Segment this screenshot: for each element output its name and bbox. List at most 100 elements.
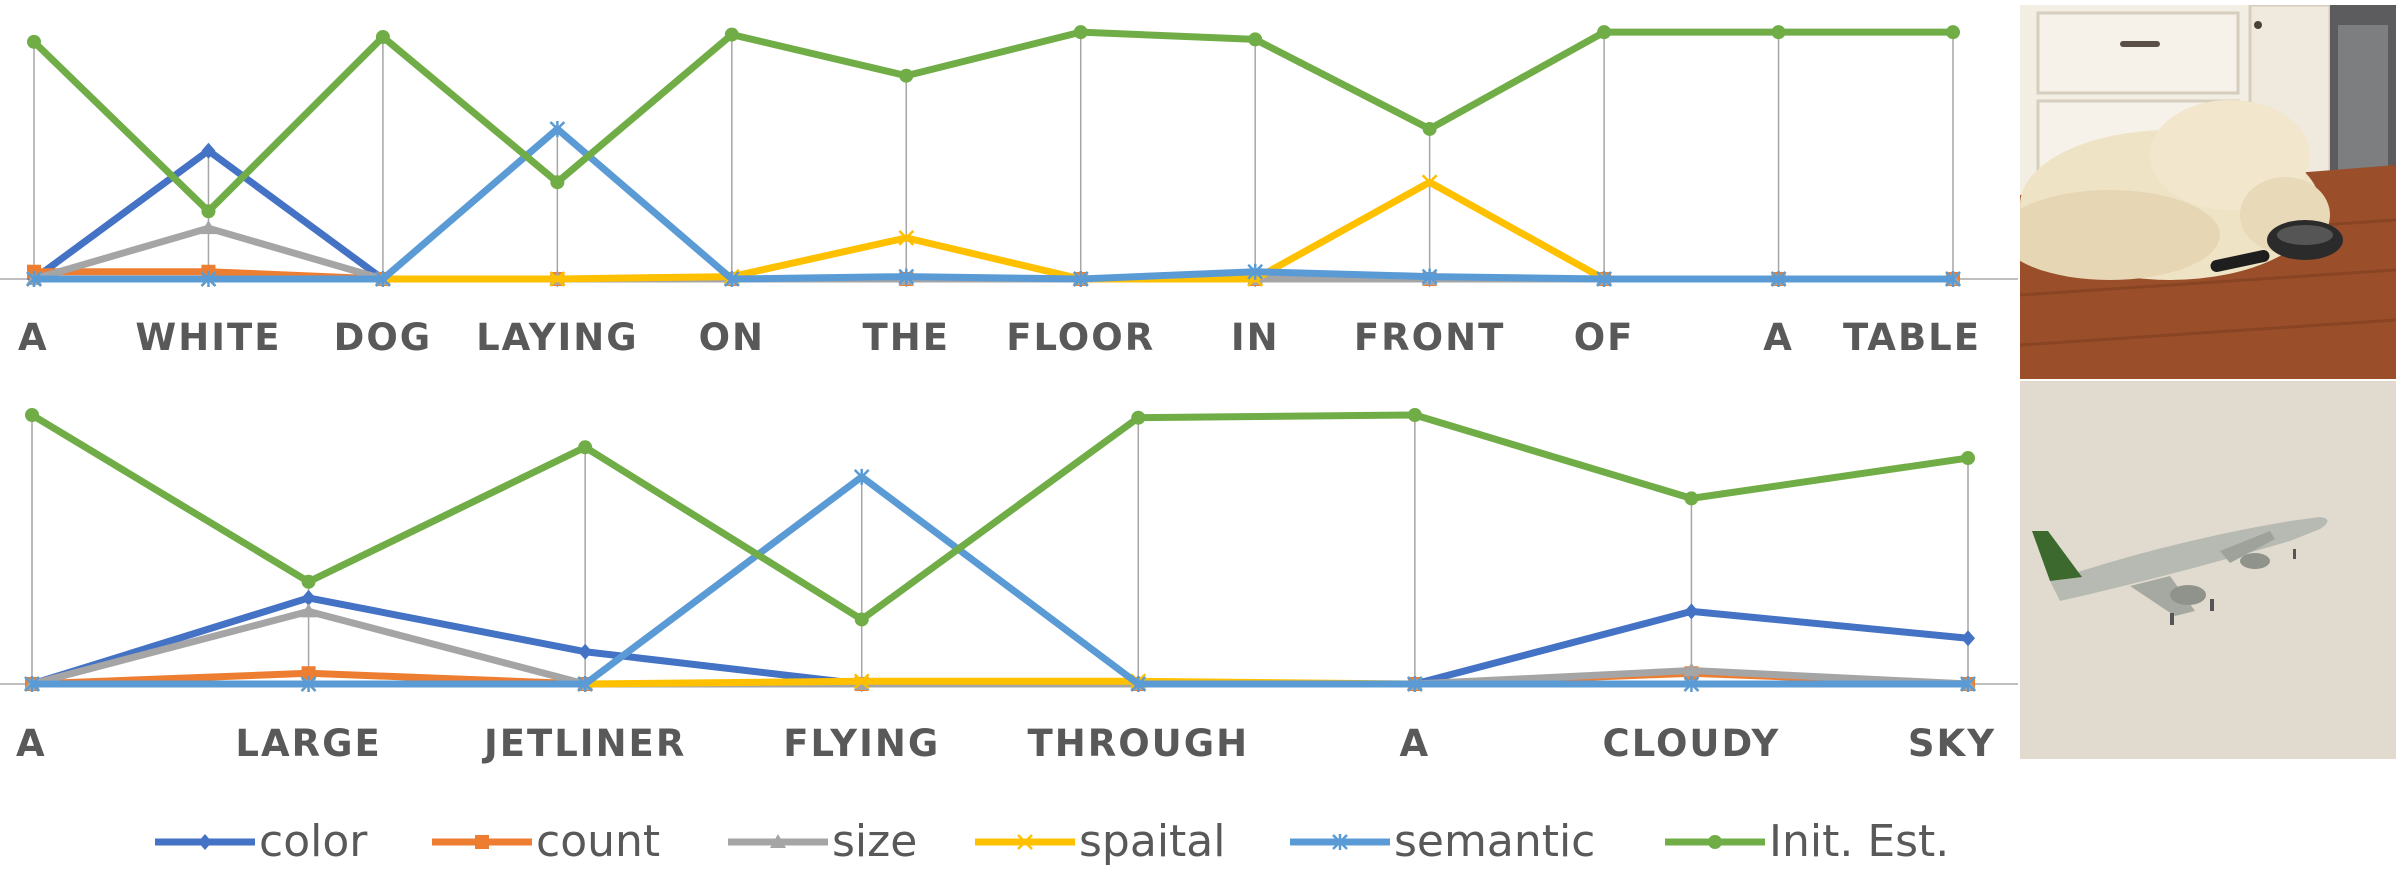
point-init-est — [1407, 408, 1422, 422]
x-tick-label: TABLE — [1843, 316, 1981, 359]
point-semantic — [1130, 676, 1147, 692]
series-line-init-est — [30, 411, 1969, 623]
point-semantic — [577, 676, 594, 692]
x-tick-label: A — [1763, 316, 1794, 359]
point-color — [1684, 603, 1699, 620]
x-tick-label: A — [1400, 722, 1431, 765]
x-tick-label: FLOOR — [1006, 316, 1155, 359]
series-init-est — [25, 408, 1975, 627]
x-tick-label: JETLINER — [481, 722, 686, 765]
point-semantic — [898, 268, 915, 285]
x-tick-label: CLOUDY — [1603, 722, 1781, 765]
point-semantic — [1945, 271, 1961, 287]
point-semantic — [26, 271, 42, 287]
point-semantic — [200, 271, 217, 287]
point-init-est — [1597, 25, 1612, 40]
x-tick-label: FRONT — [1354, 316, 1505, 359]
point-semantic — [1596, 271, 1612, 287]
point-init-est — [1961, 451, 1975, 466]
point-spaital — [1421, 174, 1438, 191]
point-size — [200, 220, 217, 235]
point-init-est — [201, 204, 216, 219]
x-tick-label: THE — [863, 316, 950, 359]
point-semantic — [300, 676, 317, 692]
legend-marker-star — [1332, 834, 1348, 850]
chart-airplane-caption: A LARGE JETLINER FLYING THROUGH A CLOUDY SKY — [0, 408, 2018, 765]
point-size — [1683, 662, 1700, 677]
dog-photo — [2020, 5, 2396, 379]
series-line-semantic — [34, 125, 1953, 283]
x-tick-label: FLYING — [783, 722, 940, 765]
legend-label: semantic — [1394, 816, 1595, 867]
point-init-est — [27, 34, 41, 49]
point-spaital — [898, 229, 915, 246]
point-semantic — [853, 468, 870, 485]
series-semantic — [24, 468, 1976, 692]
point-init-est — [550, 175, 565, 190]
legend-item-color: color — [155, 816, 368, 867]
point-color — [201, 142, 216, 159]
legend-label: size — [832, 816, 917, 867]
legend-label: count — [536, 816, 660, 867]
legend-marker-triangle — [770, 834, 786, 848]
point-color — [301, 589, 316, 606]
legend-label: spaital — [1079, 816, 1225, 867]
point-spaital — [853, 673, 870, 690]
point-semantic — [24, 676, 40, 692]
point-semantic — [1960, 676, 1976, 692]
point-spaital — [549, 271, 566, 287]
legend-item-size: size — [728, 816, 917, 867]
series-init-est — [27, 25, 1960, 219]
legend: color count size spaital semantic Init. Est. — [155, 816, 1949, 867]
legend-label: color — [259, 816, 368, 867]
legend-label: Init. Est. — [1769, 816, 1949, 867]
point-count — [301, 666, 316, 681]
point-init-est — [1946, 25, 1960, 40]
point-color — [1961, 630, 1975, 647]
point-init-est — [1771, 25, 1786, 40]
legend-marker-circle — [1708, 835, 1722, 849]
point-semantic — [1247, 263, 1264, 280]
point-init-est — [1131, 410, 1146, 425]
legend-marker-square — [475, 835, 489, 849]
legend-item-semantic: semantic — [1290, 816, 1595, 867]
point-init-est — [724, 27, 739, 42]
point-semantic — [375, 271, 391, 287]
point-semantic — [723, 271, 740, 287]
x-tick-label: A — [18, 316, 49, 359]
legend-item-spaital: spaital — [975, 816, 1225, 867]
point-semantic — [549, 120, 566, 137]
legend-marker-diamond — [198, 834, 212, 850]
point-semantic — [1770, 271, 1787, 287]
x-tick-label: A — [16, 722, 47, 765]
point-init-est — [1073, 25, 1088, 40]
point-init-est — [1248, 32, 1263, 47]
point-init-est — [899, 68, 914, 83]
x-tick-label: LARGE — [235, 722, 381, 765]
point-init-est — [854, 612, 869, 627]
series-color — [27, 142, 1960, 287]
point-init-est — [578, 440, 593, 455]
x-tick-label: WHITE — [135, 316, 281, 359]
series-semantic — [26, 120, 1961, 287]
point-color — [578, 643, 593, 660]
point-init-est — [375, 30, 390, 44]
point-init-est — [1684, 491, 1699, 506]
point-semantic — [1683, 676, 1700, 692]
series-line-init-est — [31, 28, 1953, 215]
x-tick-label: SKY — [1908, 722, 1996, 765]
point-init-est — [25, 408, 39, 422]
point-init-est — [1422, 121, 1437, 136]
point-semantic — [1072, 271, 1089, 287]
x-tick-label: DOG — [334, 316, 433, 359]
x-tick-label: THROUGH — [1028, 722, 1250, 765]
x-tick-label: ON — [699, 316, 765, 359]
airplane-photo — [2020, 381, 2396, 759]
x-tick-label: OF — [1574, 316, 1635, 359]
x-tick-label: IN — [1231, 316, 1280, 359]
point-init-est — [301, 574, 316, 589]
point-semantic — [1406, 676, 1423, 692]
point-size — [300, 603, 317, 618]
legend-marker-x — [1017, 834, 1033, 850]
